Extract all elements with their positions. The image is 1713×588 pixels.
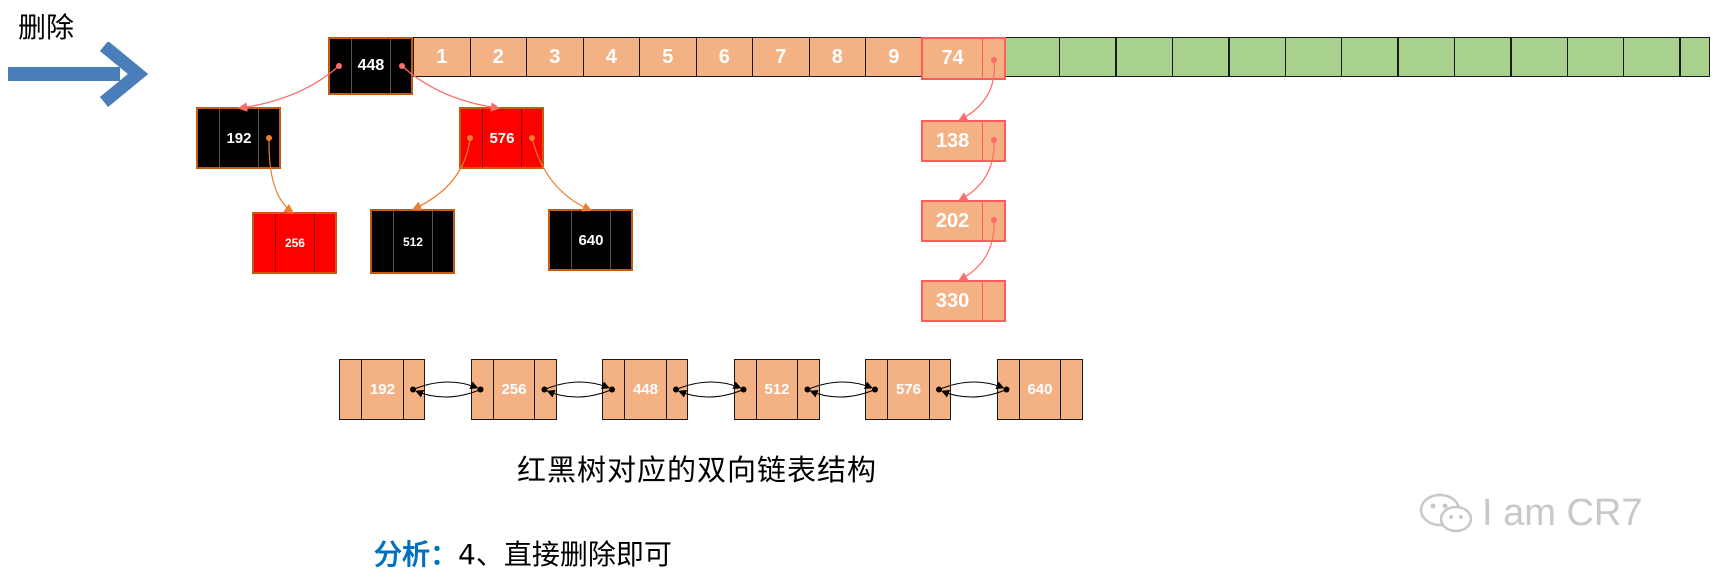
dll-node-value: 192	[361, 360, 402, 419]
watermark: I am CR7	[1418, 490, 1642, 536]
array-slot-9: 9	[865, 37, 923, 77]
array-slot-empty	[1228, 37, 1286, 77]
array-slot-empty	[1397, 37, 1455, 77]
delete-label: 删除	[18, 11, 75, 44]
array-slot-empty	[1510, 37, 1568, 77]
array-slot-empty	[1172, 37, 1230, 77]
next-link	[807, 381, 873, 390]
dll-node-value: 448	[624, 360, 665, 419]
array-slot-1: 1	[413, 37, 471, 77]
array-slot-empty	[1454, 37, 1512, 77]
tree-node-right-left: 512	[370, 209, 455, 274]
bucket-node-value: 330	[935, 289, 970, 312]
dll-node-value: 640	[1018, 360, 1060, 419]
dll-node-value: 256	[492, 360, 534, 419]
bucket-node-value: 202	[935, 209, 970, 232]
next-link	[675, 381, 742, 390]
prev-link	[941, 389, 1007, 398]
analysis-line: 分析：4、直接删除即可	[374, 533, 672, 573]
tree-node-right: 576	[459, 107, 544, 169]
tree-edge	[411, 137, 471, 211]
bucket-node-value: 138	[935, 129, 970, 152]
next-link	[544, 381, 610, 390]
tree-edge	[401, 65, 501, 112]
array-slot-6: 6	[695, 37, 753, 77]
array-slot-3: 3	[526, 37, 584, 77]
dll-node: 640	[996, 359, 1083, 420]
analysis-prefix: 分析：	[374, 538, 459, 571]
tree-edge	[268, 137, 294, 214]
bucket-node: 330	[921, 280, 1006, 322]
array-slot-empty	[1059, 37, 1117, 77]
array-slot-7: 7	[752, 37, 810, 77]
chain-edge	[957, 219, 995, 282]
dll-node-value: 576	[887, 360, 928, 419]
tree-edge	[237, 65, 340, 112]
array-slot-empty	[1341, 37, 1399, 77]
tree-node-left-right: 256	[252, 212, 337, 274]
chain-edge	[957, 139, 995, 202]
tree-node-right-right: 640	[548, 209, 633, 271]
analysis-text: 4、直接删除即可	[458, 538, 672, 571]
wechat-icon	[1419, 493, 1473, 533]
next-link	[938, 381, 1005, 390]
tree-edge	[531, 137, 593, 212]
prev-link	[546, 389, 613, 398]
bucket-node: 202	[921, 200, 1006, 242]
right-arrow-icon	[8, 42, 149, 108]
dll-caption: 红黑树对应的双向链表结构	[517, 453, 878, 487]
dll-node: 256	[470, 359, 557, 420]
watermark-text: I am CR7	[1482, 491, 1643, 534]
dll-node: 576	[865, 359, 951, 420]
next-link	[412, 381, 479, 390]
prev-link	[415, 389, 481, 398]
prev-link	[678, 389, 744, 398]
dll-node-value: 512	[755, 360, 797, 419]
array-slot-empty	[1567, 37, 1624, 77]
prev-link	[809, 389, 876, 398]
array-slot-empty	[1679, 37, 1710, 77]
chain-edge	[957, 59, 995, 122]
tree-node-root: 448	[328, 37, 413, 95]
bucket-node: 138	[921, 120, 1006, 162]
array-slot-8: 8	[808, 37, 866, 77]
array-slot-5: 5	[639, 37, 697, 77]
